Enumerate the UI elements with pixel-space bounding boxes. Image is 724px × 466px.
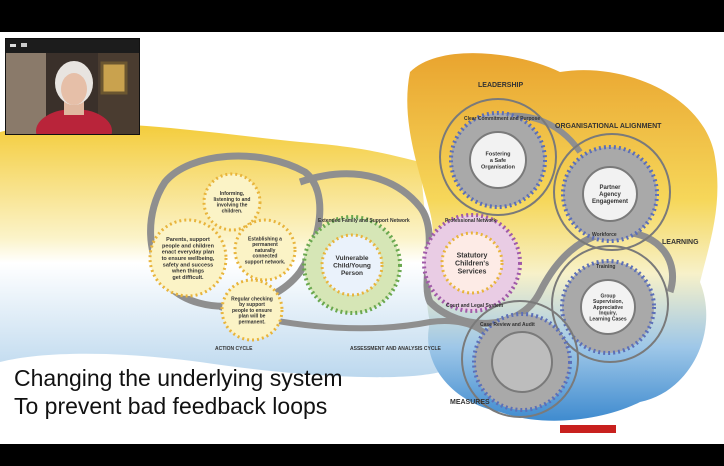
- video-toolbar: [6, 39, 139, 53]
- node-text-line: a Safe: [490, 158, 506, 164]
- node-text-line: Inquiry,: [599, 311, 617, 317]
- node-text-line: Services: [458, 269, 487, 276]
- court-ring-label: Court and Legal System: [446, 303, 504, 309]
- node-text-line: by support: [239, 302, 265, 308]
- node-text-line: Regular checking: [231, 296, 273, 302]
- node-text-line: Organisation: [481, 164, 516, 170]
- parents-node: [148, 218, 228, 298]
- measures-label: MEASURES: [450, 399, 490, 406]
- checking-node: [220, 278, 284, 342]
- family-ring-label: Extended Family and Support Network: [318, 218, 410, 224]
- safe-org-node: [469, 131, 527, 189]
- permanent-node: [233, 218, 297, 282]
- statutory-node: [440, 231, 504, 295]
- learning-label: LEARNING: [662, 239, 699, 246]
- node-text-line: Child/Young: [333, 262, 371, 269]
- training-ring-label: Training: [596, 264, 615, 270]
- measures-inner-node: [491, 331, 553, 393]
- alignment-label: ORGANISATIONAL ALIGNMENT: [555, 123, 662, 130]
- node-text-line: Engagement: [592, 199, 628, 205]
- node-text-line: plan will be: [239, 314, 266, 320]
- workforce-ring-label: Workforce: [592, 232, 617, 238]
- case-review-ring-label: Case Review and Audit: [480, 322, 535, 328]
- informing-node: [202, 172, 262, 232]
- node-text-line: to ensure wellbeing,: [162, 256, 215, 262]
- node-text-line: naturally: [255, 248, 276, 254]
- node-text-line: people to ensure: [232, 308, 272, 314]
- participant-video-thumbnail[interactable]: [5, 38, 140, 135]
- node-text-line: Supervision,: [593, 299, 624, 305]
- node-text-line: listening to and: [214, 197, 251, 203]
- node-text-line: Children's: [455, 260, 489, 267]
- node-text-line: when things: [171, 269, 204, 275]
- node-text-line: get difficult.: [172, 275, 204, 281]
- slide-caption-line-1: Changing the underlying system: [14, 365, 343, 391]
- systems-diagram: LEADERSHIP ORGANISATIONAL ALIGNMENT LEAR…: [0, 53, 718, 421]
- node-text-line: connected: [252, 254, 277, 260]
- node-text-line: Agency: [599, 192, 621, 198]
- grid-view-icon[interactable]: [21, 43, 27, 47]
- slide-caption-line-2: To prevent bad feedback loops: [14, 393, 328, 419]
- node-text-line: Fostering: [485, 152, 510, 158]
- alignment-ring: [553, 133, 671, 251]
- node-text-line: support network.: [245, 259, 286, 265]
- node-text-line: Partner: [599, 185, 621, 191]
- node-text-line: Person: [341, 270, 363, 277]
- node-text-line: children.: [222, 208, 243, 214]
- node-text-line: Parents, support: [166, 237, 210, 243]
- leadership-label: LEADERSHIP: [478, 82, 523, 89]
- measures-ring: [461, 300, 579, 418]
- minimize-icon[interactable]: [10, 44, 16, 47]
- node-text-line: Statutory: [457, 252, 488, 259]
- vulnerable-node: [320, 233, 384, 297]
- group-node: [580, 279, 636, 335]
- node-text-line: Appreciative: [593, 305, 623, 311]
- node-text-line: permanent.: [239, 319, 267, 325]
- presenter-video-frame: [6, 39, 139, 134]
- node-text-line: permanent: [252, 242, 278, 248]
- node-text-line: Establishing a: [248, 236, 282, 242]
- node-text-line: involving the: [217, 203, 248, 209]
- node-text-line: enact everyday plan: [162, 250, 215, 256]
- learning-ring: [551, 245, 669, 363]
- node-text-line: Informing,: [220, 191, 245, 197]
- partner-node: [582, 166, 638, 222]
- professional-ring-label: Professional Network: [445, 218, 496, 224]
- commitment-ring-label: Clear Commitment and Purpose: [464, 116, 540, 122]
- node-text-line: Vulnerable: [336, 255, 369, 262]
- node-text-line: Learning Cases: [589, 316, 626, 322]
- node-text-line: people and children: [162, 243, 215, 249]
- leadership-ring: [439, 98, 557, 216]
- node-text-line: safety and success: [163, 262, 213, 268]
- presentation-slide: LEADERSHIP ORGANISATIONAL ALIGNMENT LEAR…: [0, 32, 724, 444]
- assessment-cycle-label: ASSESSMENT AND ANALYSIS CYCLE: [350, 346, 442, 352]
- red-accent-bar: [560, 425, 616, 433]
- node-text-line: Group: [601, 293, 616, 299]
- action-cycle-label: ACTION CYCLE: [215, 346, 253, 352]
